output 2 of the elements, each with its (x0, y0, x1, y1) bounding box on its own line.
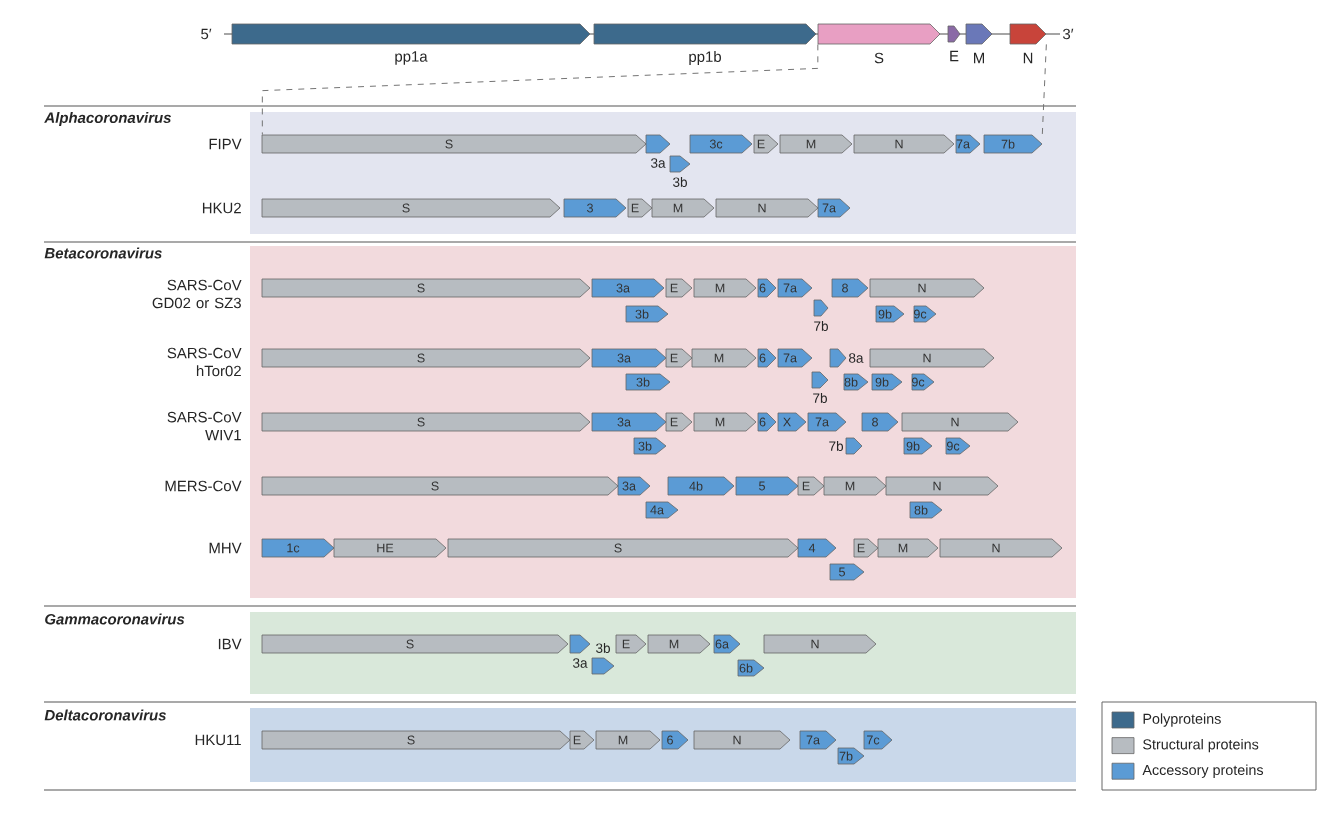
zoom-guide-line (1041, 43, 1047, 136)
zoom-guide-line (261, 43, 819, 136)
